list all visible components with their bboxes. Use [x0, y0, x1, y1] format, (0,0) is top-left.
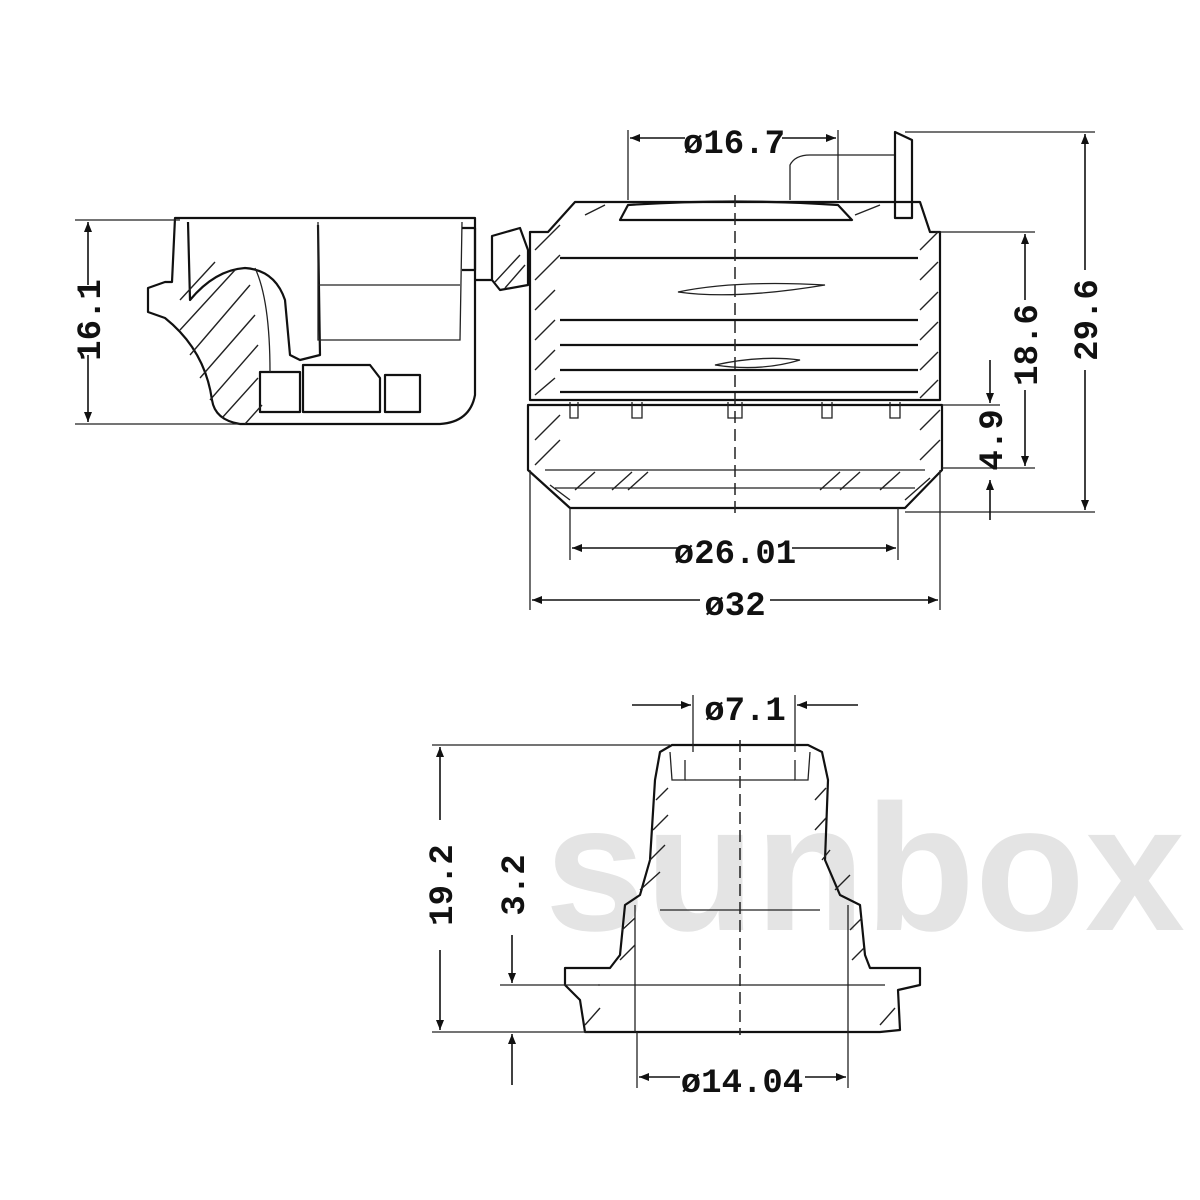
dim-base-diameter: ø14.04	[636, 1032, 849, 1103]
dim-label-7-1: ø7.1	[704, 693, 786, 731]
hinged-cap-view	[146, 216, 530, 426]
watermark: sunbox	[545, 768, 1185, 969]
dim-orifice-diameter: ø7.1	[632, 693, 858, 752]
dim-label-29-6: 29.6	[1070, 279, 1108, 361]
dim-body-height: 18.6	[935, 231, 1048, 469]
dim-band-height: 4.9	[942, 360, 1013, 520]
closure-section-view	[526, 130, 944, 515]
dim-outer-diameter: ø32	[529, 470, 941, 626]
dim-inner-diameter: ø26.01	[569, 508, 899, 574]
dim-label-32: ø32	[704, 588, 765, 626]
dim-label-19-2: 19.2	[425, 844, 463, 926]
dim-label-26-01: ø26.01	[674, 536, 796, 574]
dim-label-16-7: ø16.7	[683, 126, 785, 164]
dim-label-18-6: 18.6	[1010, 304, 1048, 386]
dim-label-4-9: 4.9	[975, 409, 1013, 470]
insert-section-view	[563, 740, 922, 1035]
dim-insert-height: 19.2	[425, 744, 670, 1033]
dim-total-height: 29.6	[905, 131, 1108, 513]
dim-top-diameter: ø16.7	[627, 126, 839, 200]
dim-label-16-1: 16.1	[73, 279, 111, 361]
dim-label-3-2: 3.2	[497, 854, 535, 915]
dim-label-14-04: ø14.04	[681, 1065, 803, 1103]
dim-hinged-cap-height: 16.1	[73, 219, 240, 425]
dim-flange-height: 3.2	[497, 854, 600, 1085]
